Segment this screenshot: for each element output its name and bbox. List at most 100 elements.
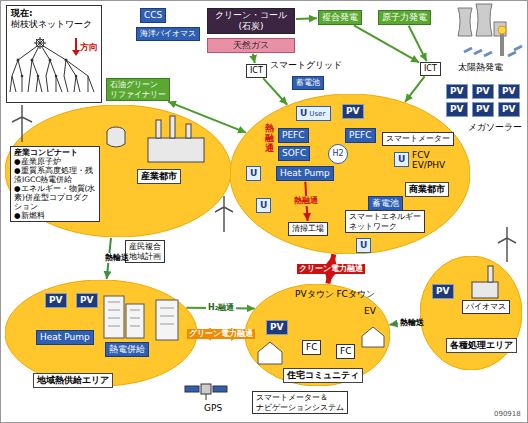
- node-text: ●産業原子炉: [14, 157, 96, 166]
- node-text: PV: [436, 286, 450, 297]
- source-box: 海洋バイオマス: [136, 27, 200, 41]
- node-text: PV: [80, 295, 94, 306]
- node-text: CCS: [144, 10, 162, 21]
- node-text: SOFC: [282, 148, 306, 159]
- plan-box: 産民複合 地域計画: [125, 240, 165, 263]
- hydrogen-circle: H2: [328, 144, 348, 164]
- user-box: U: [394, 152, 409, 167]
- town-label: PVタウン FCタウン: [295, 289, 375, 300]
- node-text: U: [300, 108, 307, 119]
- node-text: スマートエネルギー ネットワーク: [349, 212, 421, 231]
- edge-label: H₂融通: [206, 303, 236, 313]
- node-text: 石油グリーン リファイナリー: [110, 80, 166, 99]
- node-text: PV: [450, 86, 464, 97]
- processing-area: 各種処理エリア PV バイオマス: [420, 256, 522, 370]
- area-outline: [230, 94, 470, 254]
- refinery-box: 石油グリーン リファイナリー: [106, 78, 170, 101]
- connector: [296, 17, 317, 20]
- device-box: Heat Pump: [276, 166, 334, 181]
- biomass-box: バイオマス: [462, 300, 510, 314]
- device-box: SOFC: [278, 146, 310, 161]
- pv-panel: PV: [472, 84, 494, 99]
- node-text: PV: [476, 86, 490, 97]
- user-box: U: [256, 198, 271, 213]
- node-text: H2: [329, 145, 347, 163]
- node-text: 清掃工場: [292, 224, 324, 234]
- node-text: U: [360, 240, 367, 251]
- node-text: 産業コンビナート: [14, 148, 96, 157]
- navigation-box: スマートメーター＆ ナビゲーションシステム: [252, 391, 348, 414]
- node-text: PV: [346, 106, 360, 117]
- pv-panel: PV: [472, 102, 494, 117]
- connector: [405, 76, 425, 102]
- connector: [354, 25, 419, 62]
- fc-box: FC: [302, 340, 321, 355]
- user-box: UUser: [296, 106, 331, 121]
- plant-label: メガソーラー: [468, 122, 522, 133]
- node-text: 原子力発電: [382, 12, 427, 23]
- pv-panel: PV: [446, 84, 468, 99]
- area-name: 産業都市: [137, 169, 181, 184]
- area-name: 地域熱供給エリア: [33, 373, 113, 388]
- pv-panel: PV: [446, 102, 468, 117]
- satellite: [185, 384, 227, 400]
- node-text: 産民複合 地域計画: [129, 242, 161, 261]
- plant-box: 清掃工場: [288, 222, 328, 236]
- area-name: 各種処理エリア: [446, 338, 517, 353]
- direction-arrow: [75, 38, 77, 52]
- area-shape: [5, 280, 197, 386]
- plant-box: 原子力発電: [378, 10, 431, 25]
- node-text: クリーン・コール (石炭): [211, 10, 291, 32]
- edge-label: 熱輸送: [398, 318, 410, 328]
- date-stamp: 090918: [494, 410, 521, 418]
- device-box: 熱電併給: [105, 342, 149, 357]
- device-box: PEFC: [345, 128, 376, 143]
- fc-box: FC: [336, 344, 355, 359]
- connector: [263, 78, 287, 104]
- legend-box: 現在:樹枝状ネットワーク: [6, 5, 102, 103]
- node-text: 樹枝状ネットワーク: [11, 19, 97, 30]
- node-text: U: [260, 200, 267, 211]
- user-box: U: [356, 238, 371, 253]
- area-outline: [420, 256, 522, 370]
- ict-box: ICT: [420, 62, 441, 76]
- direction-label: 方向: [80, 42, 98, 53]
- node-text: PEFC: [349, 130, 372, 141]
- nuclear-plant: [458, 4, 506, 36]
- node-text: ●エネルギー・物質(水素)併産型コプロダクション: [14, 184, 96, 211]
- node-text: 熱電併給: [109, 344, 145, 355]
- node-text: スマートメーター: [386, 134, 450, 144]
- node-text: PV: [502, 86, 516, 97]
- meter-box: スマートメーター: [382, 132, 454, 146]
- node-text: Heat Pump: [40, 332, 90, 343]
- edge-label: 熱輸送: [103, 253, 115, 263]
- source-box: クリーン・コール (石炭): [207, 8, 295, 34]
- node-text: ICT: [250, 66, 263, 76]
- area-name: 住宅コミュニティ: [283, 368, 363, 383]
- edge-label: グリーン電力融通: [187, 329, 255, 339]
- node-text: U: [398, 154, 405, 165]
- city-area: 商業都市UUserPVUPEFCSOFCH2Heat PumpPEFCUスマート…: [230, 94, 470, 254]
- node-text: PV: [502, 104, 516, 115]
- edge-label: クリーン電力融通: [297, 264, 365, 274]
- connector: [253, 54, 255, 63]
- city-area: 産業都市産業コンビナート●産業原子炉●重質系高度処理・残渣IGCC熱電併給●エネ…: [5, 105, 231, 237]
- area-outline: [5, 105, 231, 237]
- area-outline: [245, 284, 390, 386]
- node-text: User: [309, 110, 325, 118]
- residential-area: 住宅コミュニティ PV FC FC: [245, 284, 390, 386]
- network-box: スマートエネルギー ネットワーク: [345, 210, 425, 233]
- node-text: PV: [450, 104, 464, 115]
- node-text: スマートメーター＆ ナビゲーションシステム: [256, 393, 344, 412]
- node-text: FC: [306, 342, 317, 353]
- pv-panel: PV: [266, 320, 288, 335]
- node-text: Heat Pump: [280, 168, 330, 179]
- user-box: U: [246, 166, 261, 181]
- battery-box: 蓄電池: [292, 76, 324, 90]
- node-text: FC: [340, 346, 351, 357]
- node-text: 海洋バイオマス: [140, 29, 196, 39]
- area-name: 商業都市: [405, 182, 449, 197]
- battery-box: 蓄電池: [368, 196, 403, 211]
- node-text: PV: [270, 322, 284, 333]
- vehicle-label: EV/PHV: [412, 160, 445, 171]
